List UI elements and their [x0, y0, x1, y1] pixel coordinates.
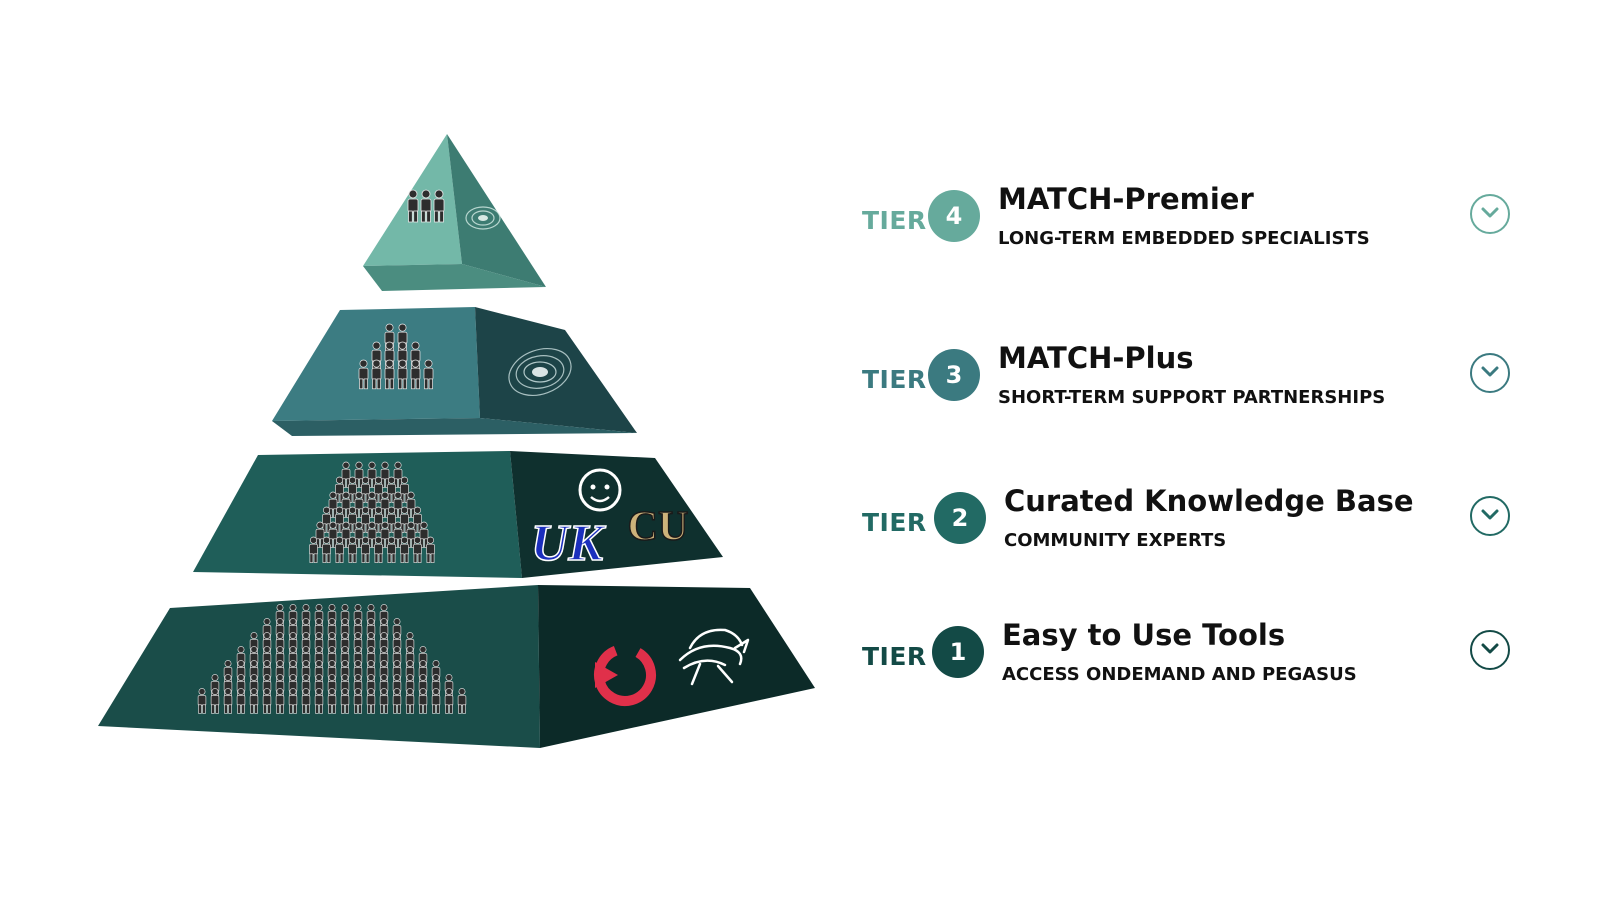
pyramid-level-2: UK CU [193, 451, 723, 578]
chevron-down-icon [1481, 366, 1499, 377]
tier-2-row[interactable]: TIER 2 Curated Knowledge Base COMMUNITY … [862, 484, 1522, 554]
tier-4-row[interactable]: TIER 4 MATCH-Premier LONG-TERM EMBEDDED … [862, 182, 1522, 252]
tier-label: TIER [862, 365, 927, 394]
pyramid-level-4 [363, 134, 546, 291]
chevron-down-icon [1481, 207, 1499, 218]
svg-text:UK: UK [531, 515, 607, 572]
tier-4-subtitle: LONG-TERM EMBEDDED SPECIALISTS [998, 228, 1370, 249]
pegasus-horse-icon [678, 628, 750, 686]
tier-4-expand-button[interactable] [1470, 194, 1510, 234]
tier-4-badge: 4 [928, 190, 980, 242]
ondemand-power-icon [594, 644, 656, 706]
tier-2-title: Curated Knowledge Base [1004, 484, 1414, 518]
tier-1-title: Easy to Use Tools [1002, 618, 1286, 652]
svg-text:CU: CU [628, 504, 689, 550]
tier-1-badge: 1 [932, 626, 984, 678]
cu-logo: CU [627, 503, 689, 551]
chevron-down-icon [1481, 509, 1499, 520]
tier-3-subtitle: SHORT-TERM SUPPORT PARTNERSHIPS [998, 387, 1386, 408]
tier-4-title: MATCH-Premier [998, 182, 1254, 216]
pyramid-level-3 [272, 307, 637, 436]
tier-1-row[interactable]: TIER 1 Easy to Use Tools ACCESS ONDEMAND… [862, 618, 1522, 688]
uk-logo: UK [530, 514, 607, 573]
tier-3-badge: 3 [928, 349, 980, 401]
chevron-down-icon [1481, 643, 1499, 654]
tier-pyramid-diagram: UK CU [98, 134, 815, 748]
tier-label: TIER [862, 642, 927, 671]
tier-1-expand-button[interactable] [1470, 630, 1510, 670]
tier-label: TIER [862, 206, 927, 235]
tier-1-subtitle: ACCESS ONDEMAND AND PEGASUS [1002, 664, 1357, 685]
galaxy-spiral-icon [465, 206, 501, 230]
tier-3-expand-button[interactable] [1470, 353, 1510, 393]
pyramid-level-1 [98, 585, 815, 748]
tier-label: TIER [862, 508, 927, 537]
tier-3-title: MATCH-Plus [998, 341, 1194, 375]
tier-2-subtitle: COMMUNITY EXPERTS [1004, 530, 1227, 551]
tier-2-badge: 2 [934, 492, 986, 544]
galaxy-spiral-icon [508, 348, 572, 396]
tier-3-row[interactable]: TIER 3 MATCH-Plus SHORT-TERM SUPPORT PAR… [862, 341, 1522, 411]
tier-2-expand-button[interactable] [1470, 496, 1510, 536]
smiley-face-icon [578, 468, 622, 512]
